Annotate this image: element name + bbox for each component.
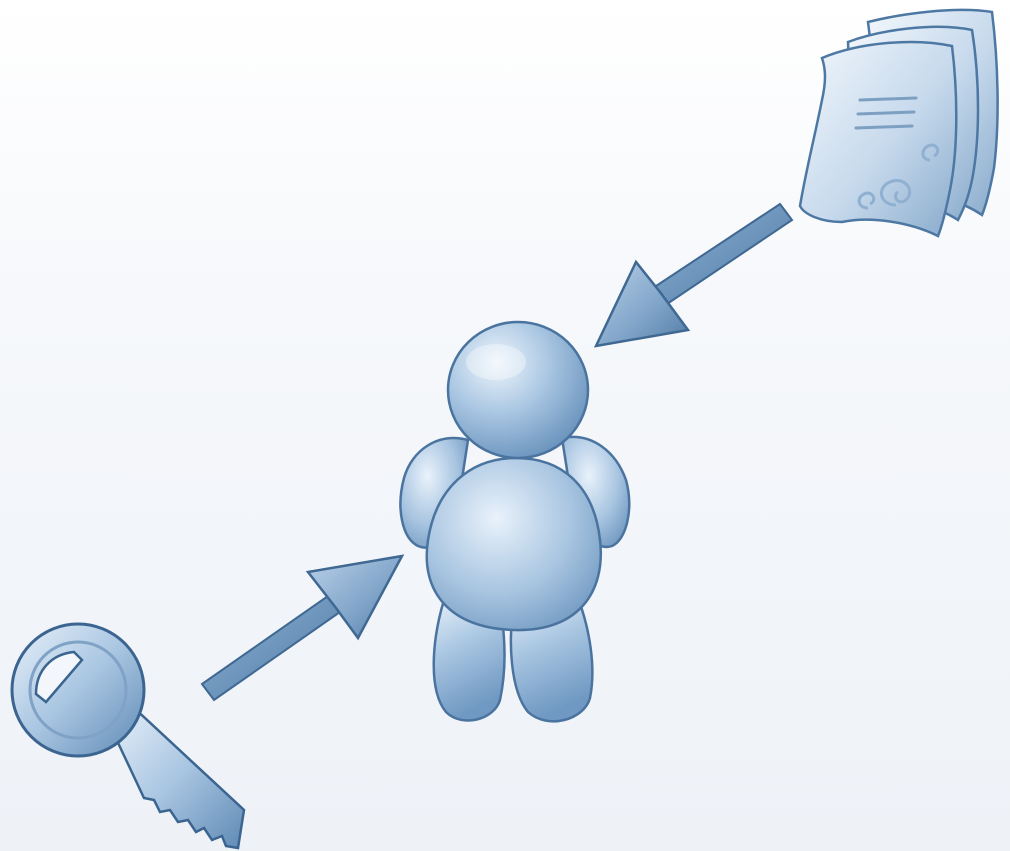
arrow-shaft [650,204,792,306]
document-text-line [860,98,916,100]
user-torso [427,458,601,630]
document-sheet-front [800,42,956,236]
documents-icon [800,10,998,236]
user-head [448,322,588,458]
arrow-icon [202,556,402,700]
key-icon [12,624,244,848]
document-text-line [858,112,914,114]
arrow-icon [596,204,792,346]
arrow-shaft [202,596,340,700]
key-bow [12,624,144,756]
user-icon [400,322,629,721]
document-text-line [856,126,912,128]
user-head-highlight [466,344,526,380]
